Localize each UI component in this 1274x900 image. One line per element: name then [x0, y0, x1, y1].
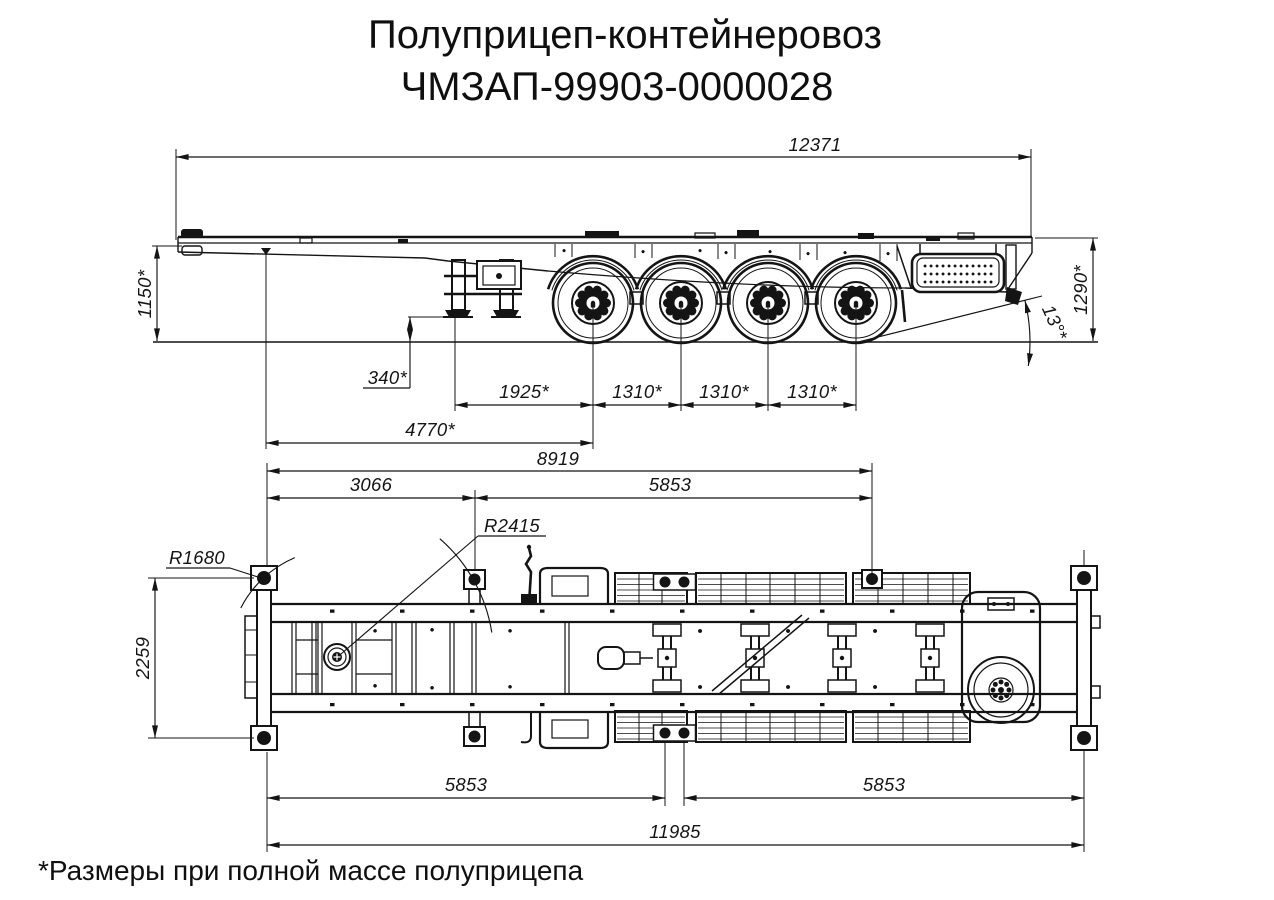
radius-rear-callout: R2415: [340, 515, 546, 655]
trailer-side-profile: [177, 229, 1033, 293]
mudflap: [900, 289, 907, 323]
page-title-line2: ЧМЗАП-99903-0000028: [401, 65, 834, 109]
dim-departure-angle: 13°*: [1038, 301, 1072, 343]
axle-1: [652, 623, 682, 693]
side-view: 12371 1150* 340* 1925* 1310* 1310* 1310*…: [134, 134, 1098, 449]
spare-wheel: [960, 590, 1042, 724]
front-deck-lock: [181, 229, 203, 238]
kingpin-marker: [261, 248, 271, 255]
rear-toolbox: [896, 244, 1022, 305]
dim-slew-radius-front: R1680: [169, 547, 225, 568]
landing-gear: [443, 259, 522, 318]
dim-slew-radius-rear: R2415: [484, 515, 540, 536]
twistlock-front-right: [250, 725, 278, 751]
fenders-plan: [614, 569, 971, 743]
dim-front-to-mid-locks: 5853: [445, 774, 488, 795]
midlocks-bottom: [652, 724, 697, 742]
page-title-line1: Полуприцеп-контейнеровоз: [368, 13, 882, 57]
dim-rear-height: 1290*: [1070, 265, 1091, 315]
dim-axle-3-4: 1310*: [787, 381, 837, 402]
rear-crossbeam: [1070, 550, 1101, 762]
twistlock-second-bottom: [463, 726, 486, 747]
dim-mid-to-rear-locks: 5853: [863, 774, 906, 795]
dim-overall-length: 12371: [789, 134, 842, 155]
dim-second-locks-to-rear-ref: 5853: [649, 474, 692, 495]
fender-4: [809, 254, 903, 292]
dim-axle-1-2: 1310*: [612, 381, 662, 402]
dim-gear-to-axle1: 1925*: [499, 381, 549, 402]
axle-4: [915, 623, 945, 693]
dim-twistlock-track: 2259: [132, 637, 153, 680]
rear-flap: [1005, 287, 1022, 305]
landing-gear-plan: [520, 544, 610, 750]
fender-2: [634, 254, 728, 292]
rear-ref-lock: [861, 569, 883, 589]
toolbox-dots: [923, 264, 993, 284]
footnote: *Размеры при полной массе полуприцепа: [38, 855, 584, 886]
twistlock-rear-right: [1070, 725, 1098, 751]
twistlock-second-top: [463, 569, 486, 590]
fender-1: [546, 254, 640, 292]
dim-front-to-rear-ref: 8919: [537, 448, 579, 469]
axles-plan: [597, 614, 945, 695]
dim-front-height: 1150*: [134, 269, 155, 318]
twistlock-rear-left: [1070, 565, 1098, 591]
running-gear: [546, 254, 907, 345]
landing-gear-feet: [445, 310, 519, 317]
dim-locks-overall-length: 11985: [649, 821, 701, 842]
frame-plan: [244, 544, 1101, 762]
kingpin: [323, 643, 351, 671]
dim-landing-gear-clearance: 340*: [368, 367, 408, 388]
axle-3: [827, 623, 857, 693]
front-crossbeam: [244, 565, 278, 751]
midlocks-top: [652, 573, 697, 591]
axle-2: [740, 623, 770, 693]
dim-kingpin-to-axle1: 4770*: [405, 419, 455, 440]
dim-front-to-second-locks: 3066: [350, 474, 393, 495]
top-view: 8919 3066 5853 R2415 R1680 2259: [132, 448, 1101, 852]
top-view-dimensions: 8919 3066 5853 R2415 R1680 2259: [132, 448, 1085, 852]
dim-axle-2-3: 1310*: [699, 381, 749, 402]
radius-front-callout: R1680: [166, 547, 296, 609]
